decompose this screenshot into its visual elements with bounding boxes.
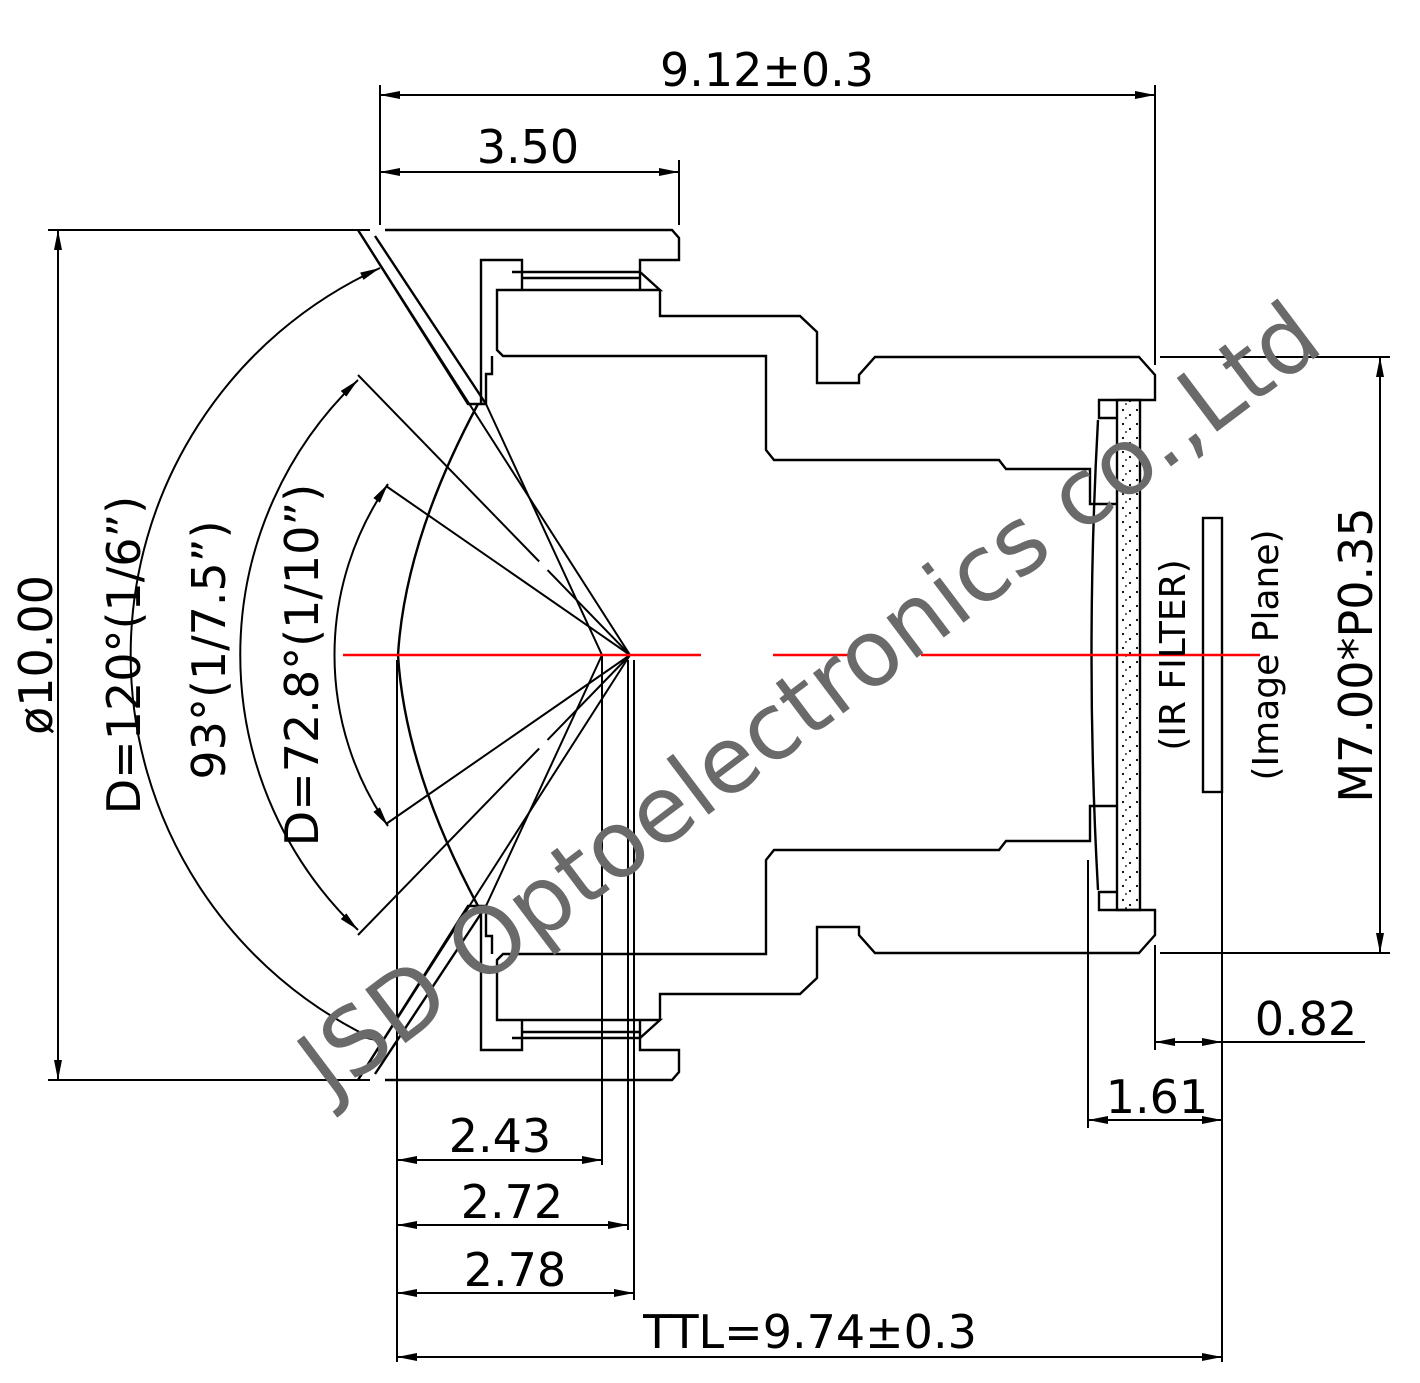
dim-ttl: TTL=9.74±0.3 [642,1305,977,1359]
dim-0-82: 0.82 [1255,992,1357,1046]
image-plane-label: (Image Plane) [1246,529,1287,780]
dim-overall-length: 9.12±0.3 [660,43,874,97]
dim-2-43: 2.43 [449,1109,551,1163]
thread-label: M7.00*P0.35 [1329,507,1383,802]
fov-1-6-label: D=120°(1/6”) [97,496,151,815]
filter-holder [1097,398,1117,420]
dim-front-flange: 3.50 [477,120,579,174]
front-glass [356,229,494,406]
dimension-lines [48,85,1390,1362]
fov-arcs [129,267,389,1043]
field-rays [357,229,635,1300]
dim-2-78: 2.78 [464,1243,566,1297]
fov-1-10-label: D=72.8°(1/10”) [275,484,329,846]
barrel-step [495,270,1117,506]
lens-body-upper-half [356,228,1157,506]
ir-filter-label: (IR FILTER) [1153,559,1194,750]
front-flange [385,228,681,290]
dim-diameter: ø10.00 [9,575,63,735]
dim-2-72: 2.72 [461,1175,563,1229]
front-retainer-ring [479,258,640,404]
fov-1-7-5-label: 93°(1/7.5”) [182,520,236,779]
dim-1-61: 1.61 [1106,1070,1208,1124]
barrel-outer [658,290,1157,402]
